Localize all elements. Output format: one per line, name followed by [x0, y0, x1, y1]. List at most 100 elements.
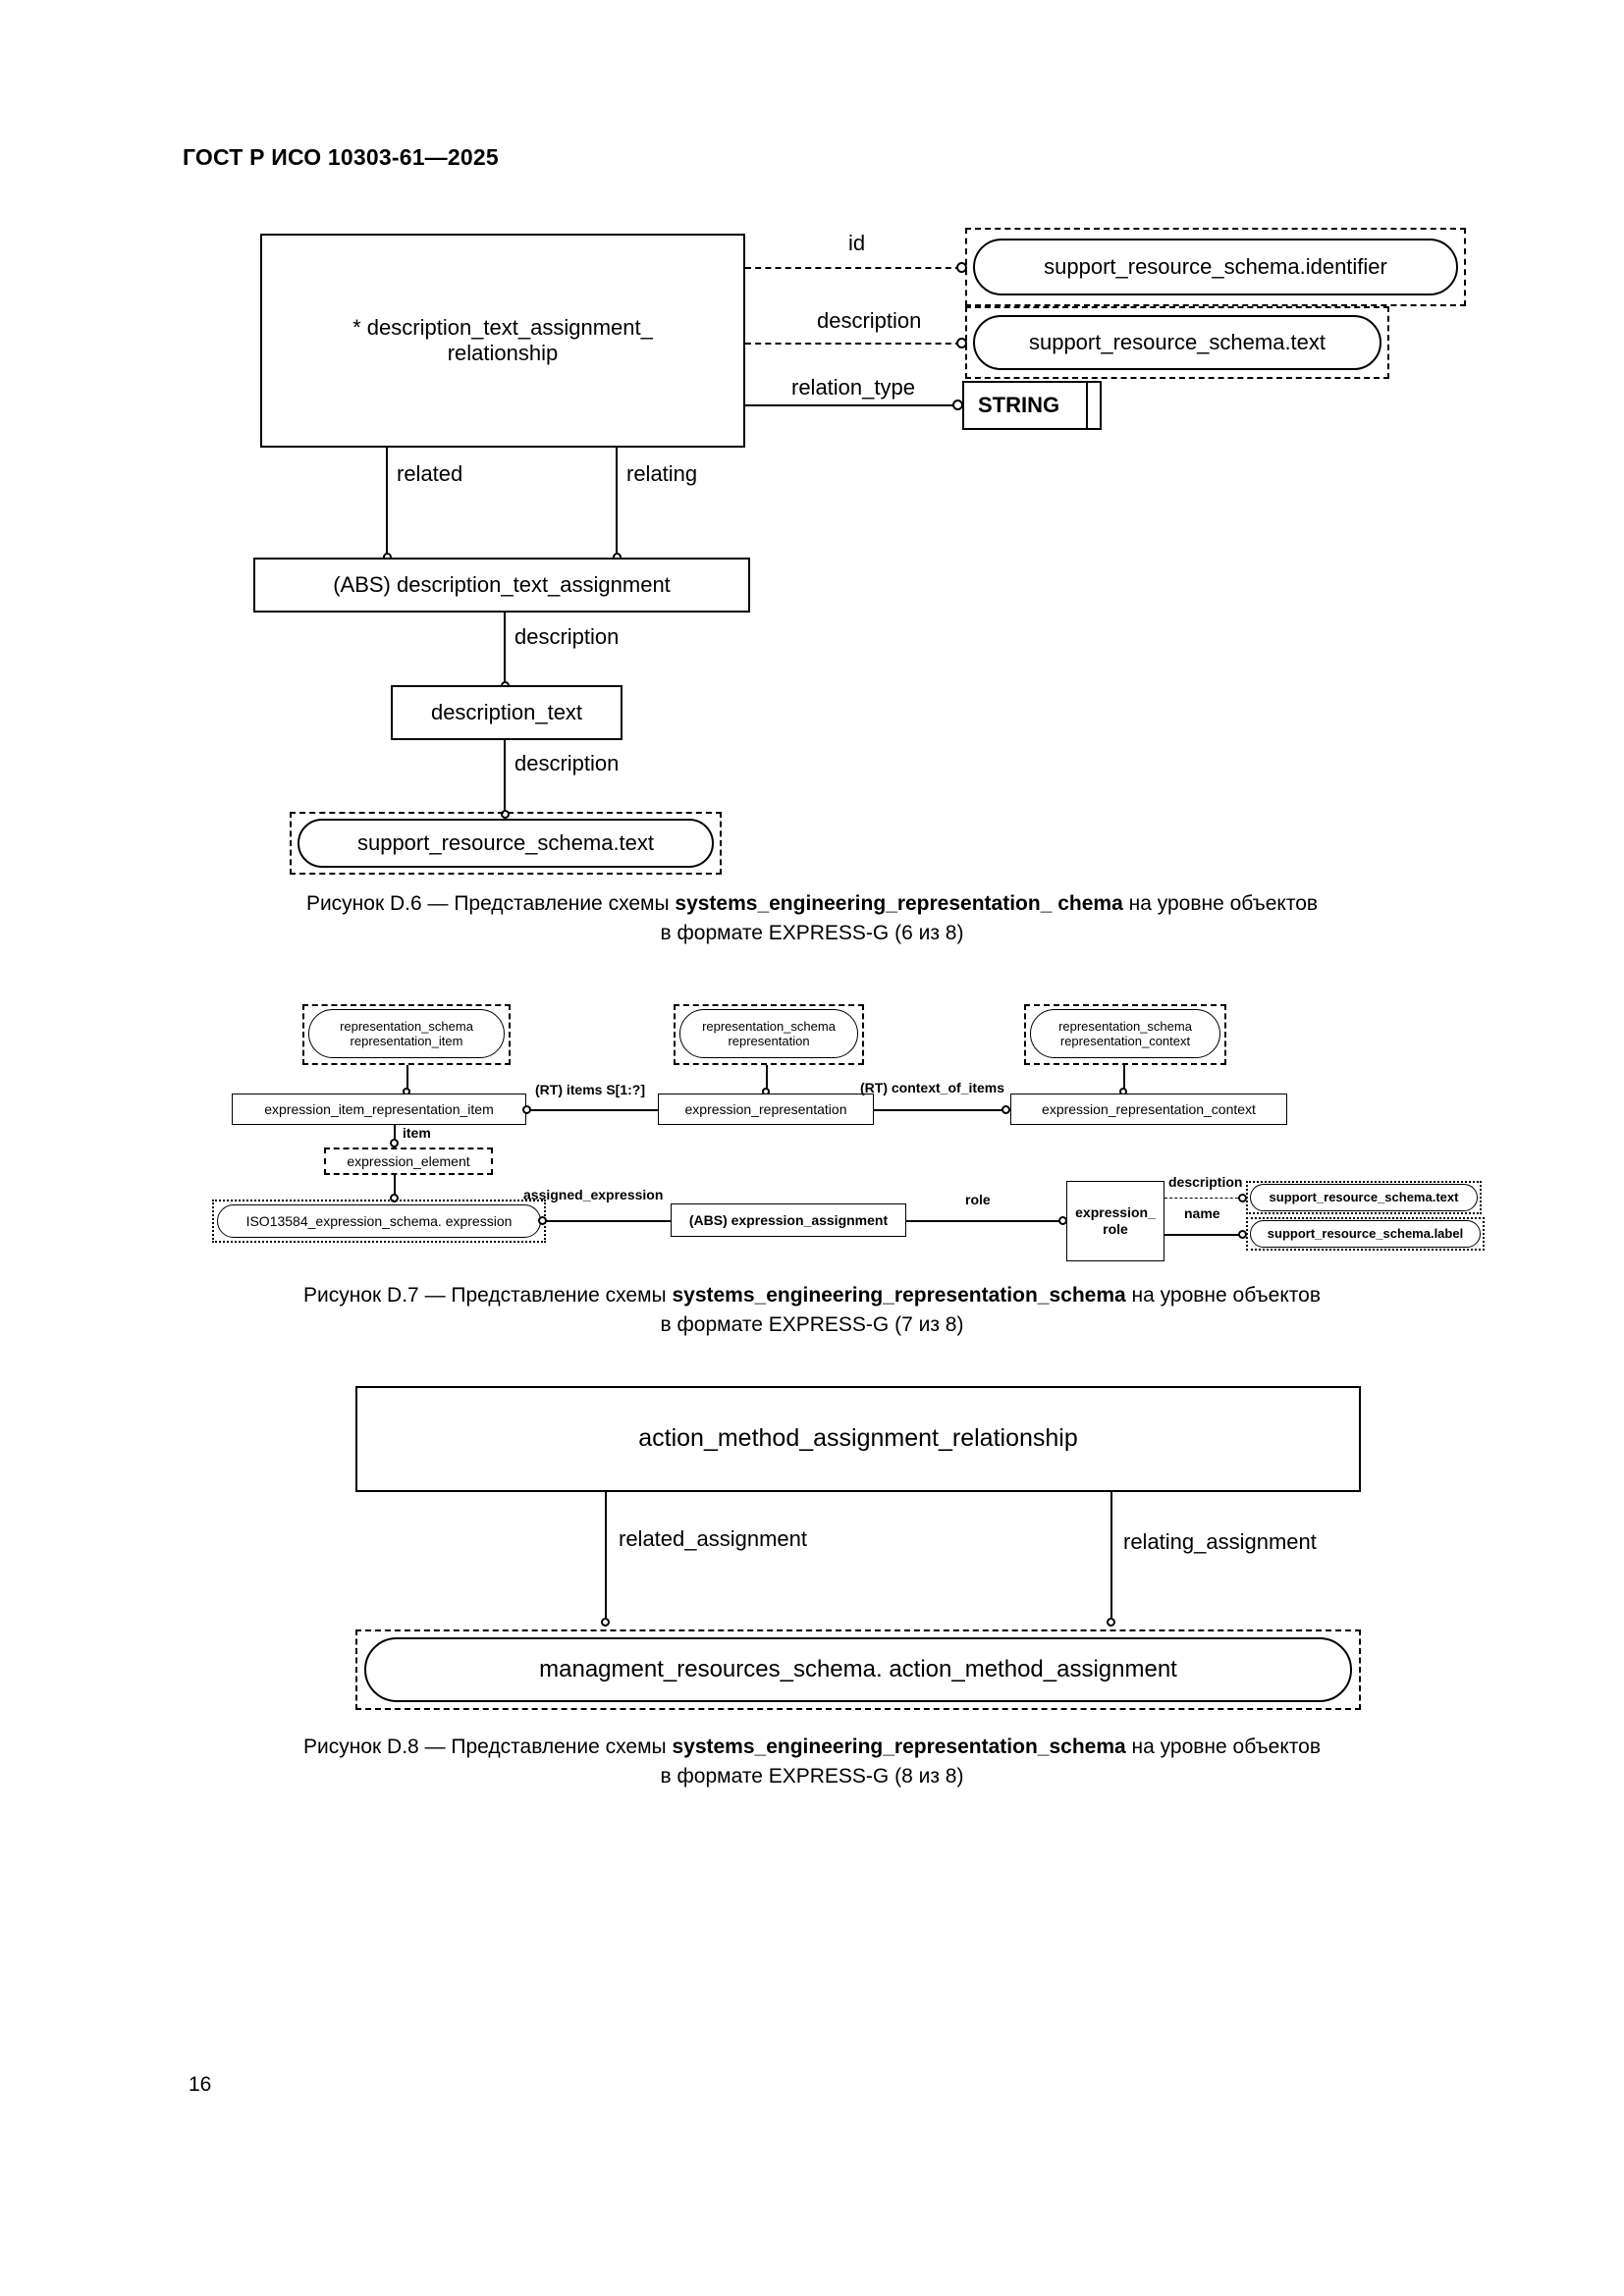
entity-label: action_method_assignment_relationship [638, 1424, 1078, 1453]
edge-label-id: id [848, 231, 866, 255]
entity-label-line1: * description_text_assignment_ [352, 315, 653, 341]
type-representation-schema-representation-context: representation_schema representation_con… [1030, 1009, 1220, 1058]
primitive-string-box: STRING [962, 381, 1102, 430]
caption-suffix: на уровне объектов [1125, 1284, 1321, 1307]
type-label: support_resource_schema.label [1267, 1226, 1464, 1242]
type-label-line1: representation_schema [1058, 1018, 1192, 1034]
edge-label-relation-type: relation_type [791, 375, 915, 400]
frame-support-resource-schema-text-top [965, 306, 1389, 379]
edge-relating-assignment-line [1110, 1492, 1112, 1625]
type-label-line2: representation [728, 1034, 810, 1048]
entity-label-line1: expression_ [1075, 1204, 1156, 1221]
type-label: support_resource_schema.text [356, 830, 655, 856]
edge-relating-line [616, 448, 618, 560]
caption-suffix: на уровне объектов [1122, 892, 1319, 915]
edge-description-d7-line [1164, 1198, 1243, 1199]
edge-expression-element-down-line [394, 1175, 396, 1201]
entity-label-line2: relationship [447, 341, 559, 365]
frame-support-resource-schema-identifier [965, 228, 1466, 306]
frame-representation-schema-representation-item [302, 1004, 511, 1065]
edge-expression-element-terminator-circle [390, 1194, 399, 1202]
caption-line2: в формате EXPRESS-G (7 из 8) [660, 1313, 964, 1337]
edge-label-description-mid: description [514, 624, 620, 649]
type-label-line1: representation_schema [340, 1018, 473, 1034]
caption-schema-name: systems_engineering_representation_schem… [672, 1284, 1126, 1307]
entity-expression-representation: expression_representation [658, 1094, 874, 1125]
caption-prefix: Рисунок D.7 — Представление схемы [303, 1284, 673, 1307]
edge-label-role: role [965, 1192, 991, 1207]
caption-prefix: Рисунок D.8 — Представление схемы [303, 1735, 673, 1758]
edge-item-line [394, 1125, 396, 1150]
primitive-string-double-edge [1085, 383, 1088, 428]
edge-label-name-d7: name [1184, 1205, 1220, 1221]
type-label: support_resource_schema.text [1028, 330, 1326, 355]
edge-rt-context-line [874, 1109, 1005, 1111]
type-support-resource-schema-text-top: support_resource_schema.text [973, 315, 1381, 370]
type-label: support_resource_schema.text [1269, 1190, 1459, 1205]
edge-label-related: related [397, 461, 463, 486]
figure-d6-diagram: * description_text_assignment_ relations… [0, 0, 1624, 883]
entity-label: expression_item_representation_item [264, 1100, 494, 1117]
type-label-line1: representation_schema [702, 1018, 836, 1034]
edge-rt-items-line [530, 1109, 660, 1111]
frame-managment-resources-schema-action-method-assignment [355, 1629, 1361, 1710]
edge-rep-item-down-line [406, 1065, 408, 1094]
edge-label-description-low: description [514, 751, 620, 775]
type-label-line2: representation_item [350, 1034, 463, 1048]
edge-label-item: item [403, 1125, 431, 1141]
frame-support-resource-schema-text-bottom [290, 812, 722, 875]
entity-label: expression_representation_context [1042, 1100, 1256, 1117]
caption-prefix: Рисунок D.6 — Представление схемы [305, 892, 676, 915]
document-header-standard-number: ГОСТ Р ИСО 10303-61—2025 [183, 144, 499, 170]
type-label-line2: representation_context [1059, 1034, 1191, 1048]
entity-label: expression_representation [684, 1100, 847, 1117]
type-support-resource-schema-identifier: support_resource_schema.identifier [973, 239, 1458, 295]
figure-d7-caption: Рисунок D.7 — Представление схемы system… [0, 1281, 1624, 1341]
caption-line2: в формате EXPRESS-G (6 из 8) [660, 922, 964, 945]
edge-label-related-assignment: related_assignment [619, 1526, 808, 1551]
entity-abs-description-text-assignment: (ABS) description_text_assignment [253, 558, 750, 613]
edge-label-relating: relating [626, 461, 698, 486]
entity-description-text-assignment-relationship: * description_text_assignment_ relations… [260, 234, 745, 448]
edge-description-top-line [745, 343, 961, 345]
entity-label: (ABS) description_text_assignment [333, 572, 671, 598]
caption-line2: в формате EXPRESS-G (8 из 8) [660, 1765, 964, 1789]
type-managment-resources-schema-action-method-assignment: managment_resources_schema. action_metho… [364, 1637, 1352, 1702]
entity-label: description_text [430, 700, 583, 725]
edge-label-description-d7: description [1168, 1174, 1243, 1190]
entity-label-line2: role [1103, 1221, 1128, 1237]
edge-rt-context-right-circle [1001, 1105, 1010, 1114]
edge-label-relating-assignment: relating_assignment [1123, 1529, 1317, 1554]
type-support-resource-schema-text-bottom: support_resource_schema.text [298, 819, 714, 868]
edge-related-line [386, 448, 388, 560]
edge-id-line [745, 267, 961, 269]
edge-name-d7-line [1164, 1234, 1243, 1236]
type-representation-schema-representation: representation_schema representation [679, 1009, 858, 1058]
edge-relation-type-line [745, 404, 957, 406]
edge-description-low-terminator-circle [501, 810, 510, 819]
page-number: 16 [189, 2073, 212, 2096]
figure-d8-caption: Рисунок D.8 — Представление схемы system… [0, 1733, 1624, 1792]
figure-d6-caption: Рисунок D.6 — Представление схемы system… [0, 889, 1624, 949]
frame-representation-schema-representation [674, 1004, 864, 1065]
type-representation-schema-representation-item: representation_schema representation_ite… [308, 1009, 505, 1058]
edge-label-description-top: description [817, 308, 922, 333]
edge-label-rt-items: (RT) items S[1:?] [535, 1082, 645, 1097]
entity-label: (ABS) expression_assignment [688, 1211, 889, 1228]
figure-d8-diagram: action_method_assignment_relationship re… [355, 1386, 1361, 1710]
figure-d7-diagram: representation_schema representation_ite… [212, 1004, 1485, 1261]
edge-item-terminator-circle [390, 1139, 399, 1148]
entity-expression-element: expression_element [324, 1148, 493, 1175]
primitive-string-label: STRING [978, 393, 1060, 417]
type-support-resource-schema-label-d7: support_resource_schema.label [1250, 1220, 1481, 1248]
edge-label-assigned-expression: assigned_expression [523, 1187, 664, 1202]
entity-action-method-assignment-relationship: action_method_assignment_relationship [355, 1386, 1361, 1492]
edge-related-assignment-terminator-circle [601, 1618, 610, 1627]
type-label: ISO13584_expression_schema. expression [245, 1212, 513, 1229]
frame-support-resource-schema-label-d7 [1246, 1217, 1485, 1251]
edge-rep-ctx-down-line [1123, 1065, 1125, 1094]
entity-abs-expression-assignment: (ABS) expression_assignment [671, 1203, 906, 1237]
edge-label-rt-context-of-items: (RT) context_of_items [860, 1080, 1005, 1095]
edge-role-line [906, 1220, 1063, 1222]
